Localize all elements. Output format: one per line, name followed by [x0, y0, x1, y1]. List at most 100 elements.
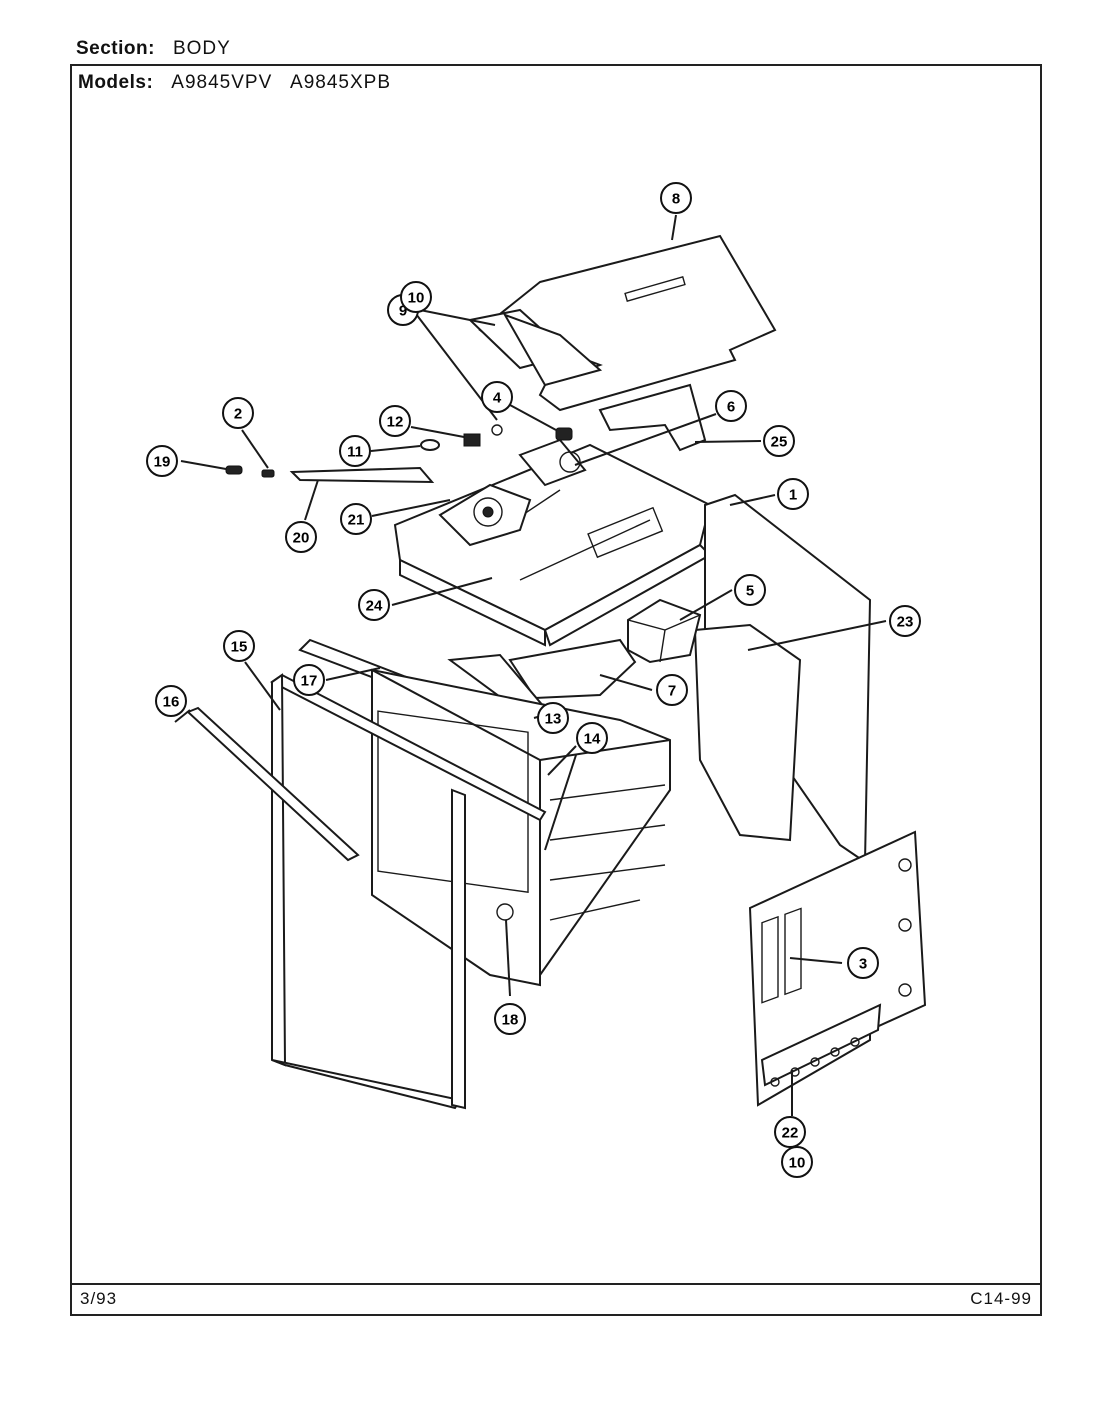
callout-label: 22 [782, 1125, 799, 1142]
callout-16: 16 [155, 685, 187, 717]
callout-circle [293, 664, 325, 696]
callout-label: 9 [399, 303, 407, 320]
models-heading: Models:A9845VPV A9845XPB [78, 72, 391, 94]
callout-circle [494, 1003, 526, 1035]
callout-label: 7 [668, 683, 676, 700]
callout-6: 6 [715, 390, 747, 422]
callout-label: 17 [301, 673, 318, 690]
callout-13: 13 [537, 702, 569, 734]
insulation-23 [693, 623, 802, 842]
callout-20: 20 [285, 521, 317, 553]
door-frame-15 [270, 673, 547, 1110]
control-panel-22 [748, 830, 927, 1107]
callout-label: 12 [387, 414, 404, 431]
callout-circle [576, 722, 608, 754]
switch-12 [463, 433, 481, 447]
callout-label: 4 [493, 390, 502, 407]
callout-circle [155, 685, 187, 717]
callout-circle [763, 425, 795, 457]
top-cover-panel [467, 234, 777, 412]
section-label: Section: [76, 38, 155, 59]
callout-10: 10 [781, 1146, 813, 1178]
callout-label: 23 [897, 614, 914, 631]
callout-label: 21 [348, 512, 365, 529]
callout-circle [285, 521, 317, 553]
models-value: A9845VPV A9845XPB [171, 72, 391, 93]
screw-18 [496, 903, 514, 921]
part-4 [555, 427, 573, 441]
latch-bar-20 [289, 466, 435, 484]
callout-label: 10 [408, 290, 425, 307]
footer-date: 3/93 [80, 1289, 118, 1308]
callout-circle [889, 605, 921, 637]
callout-4: 4 [481, 381, 513, 413]
callout-23: 23 [889, 605, 921, 637]
callout-circle [223, 630, 255, 662]
callout-label: 19 [154, 454, 171, 471]
callout-circle [340, 503, 372, 535]
part-19 [225, 465, 243, 475]
callout-label: 16 [163, 694, 180, 711]
callout-circle [379, 405, 411, 437]
callout-circle [481, 381, 513, 413]
callout-1: 1 [777, 478, 809, 510]
callout-circle [847, 947, 879, 979]
callout-bubbles: 8910461211219202125124523151771613141832… [146, 182, 921, 1178]
callout-21: 21 [340, 503, 372, 535]
motor-mount-21 [438, 483, 532, 547]
callout-label: 14 [584, 731, 601, 748]
callout-label: 10 [789, 1155, 806, 1172]
callout-circle [146, 445, 178, 477]
callout-circle [222, 397, 254, 429]
section-heading: Section: BODY [76, 38, 231, 60]
callout-label: 18 [502, 1012, 519, 1029]
callout-25: 25 [763, 425, 795, 457]
leader-lines [174, 214, 887, 1116]
oven-cavity [371, 668, 671, 987]
callout-3: 3 [847, 947, 879, 979]
callout-24: 24 [358, 589, 390, 621]
callout-15: 15 [223, 630, 255, 662]
callout-7: 7 [656, 674, 688, 706]
rod-16 [186, 706, 360, 862]
callout-circle [400, 281, 432, 313]
callout-label: 15 [231, 639, 248, 656]
callout-label: 25 [771, 434, 788, 451]
callout-18: 18 [494, 1003, 526, 1035]
callout-5: 5 [734, 574, 766, 606]
callout-label: 2 [234, 406, 242, 423]
diagram-frame [70, 64, 1042, 1316]
callout-circle [339, 435, 371, 467]
callout-12: 12 [379, 405, 411, 437]
callout-label: 8 [672, 191, 680, 208]
callout-label: 20 [293, 530, 310, 547]
part-2 [261, 469, 275, 478]
footer-rule [70, 1283, 1042, 1285]
callout-label: 11 [347, 444, 363, 461]
footer-page-code: C14-99 [970, 1289, 1032, 1308]
callout-label: 1 [789, 487, 797, 504]
callout-11: 11 [339, 435, 371, 467]
screw-10-top [491, 424, 503, 436]
callout-circle [660, 182, 692, 214]
callout-14: 14 [576, 722, 608, 754]
callout-label: 5 [746, 583, 754, 600]
callout-19: 19 [146, 445, 178, 477]
callout-circle [734, 574, 766, 606]
section-value: BODY [172, 38, 231, 59]
callout-circle [774, 1116, 806, 1148]
callout-label: 13 [545, 711, 562, 728]
callout-circle [656, 674, 688, 706]
callout-circle [358, 589, 390, 621]
callout-10: 10 [400, 281, 432, 313]
callout-17: 17 [293, 664, 325, 696]
callout-circle [715, 390, 747, 422]
callout-label: 24 [366, 598, 383, 615]
callout-8: 8 [660, 182, 692, 214]
callout-2: 2 [222, 397, 254, 429]
callout-label: 6 [727, 399, 735, 416]
washer-11 [420, 439, 440, 451]
box-5 [627, 598, 702, 664]
callout-circle [537, 702, 569, 734]
